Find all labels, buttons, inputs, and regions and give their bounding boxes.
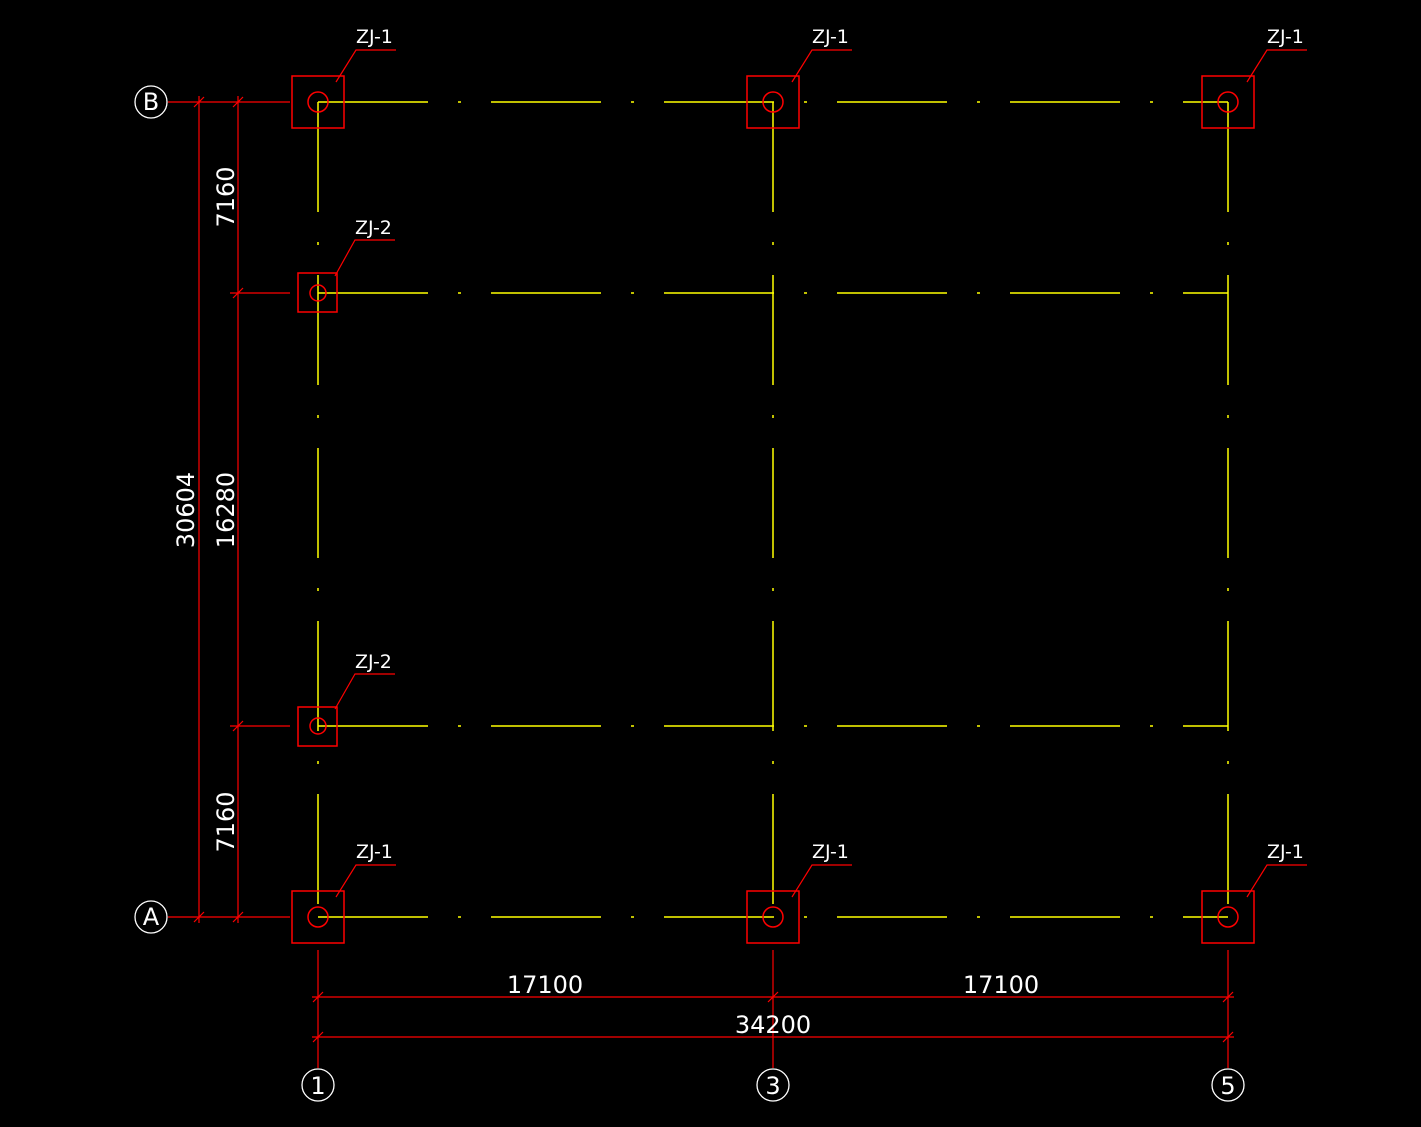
footing-label-b5: ZJ-1 — [1267, 26, 1304, 48]
leader-a5 — [1246, 864, 1307, 898]
axis-label-3: 3 — [765, 1072, 780, 1100]
footings — [291, 75, 1255, 944]
dim-text-overall-horizontal: 34200 — [735, 1011, 811, 1039]
footing-zj1-b3[interactable] — [746, 75, 800, 129]
footing-label-zj2-upper: ZJ-2 — [355, 217, 392, 239]
footing-zj1-a1[interactable] — [291, 890, 345, 944]
axis-bubble-a[interactable]: A — [134, 900, 168, 934]
axis-bubble-5[interactable]: 5 — [1211, 1068, 1245, 1102]
dim-text-right-horizontal: 17100 — [963, 971, 1039, 999]
leader-b5 — [1246, 49, 1307, 83]
leader-zj2-lower — [334, 673, 395, 710]
footing-zj1-a3[interactable] — [746, 890, 800, 944]
horizontal-dimensions — [312, 950, 1234, 1068]
footing-label-b1: ZJ-1 — [356, 26, 393, 48]
leader-a1 — [335, 864, 396, 898]
axis-label-b: B — [143, 88, 159, 116]
footing-zj1-b1[interactable] — [291, 75, 345, 129]
dim-text-mid-vertical: 16280 — [212, 472, 240, 548]
axis-bubble-b[interactable]: B — [134, 85, 168, 119]
dim-text-left-horizontal: 17100 — [507, 971, 583, 999]
footing-label-a3: ZJ-1 — [812, 841, 849, 863]
footing-label-b3: ZJ-1 — [812, 26, 849, 48]
leader-b1 — [335, 49, 396, 83]
footing-label-a1: ZJ-1 — [356, 841, 393, 863]
footing-label-a5: ZJ-1 — [1267, 841, 1304, 863]
footing-labels: ZJ-1 ZJ-1 ZJ-1 ZJ-2 ZJ-2 ZJ-1 ZJ-1 ZJ-1 — [355, 26, 1304, 863]
dimension-texts: 30604 16280 7160 7160 17100 17100 34200 — [172, 166, 1039, 1039]
dim-text-bottom-vertical: 7160 — [212, 791, 240, 852]
dim-text-top-vertical: 7160 — [212, 166, 240, 227]
footing-zj1-a5[interactable] — [1201, 890, 1255, 944]
footing-zj2-lower[interactable] — [297, 706, 338, 747]
footing-label-zj2-lower: ZJ-2 — [355, 651, 392, 673]
dim-text-overall-vertical: 30604 — [172, 472, 200, 548]
axis-bubbles: B A 1 3 5 — [134, 85, 1245, 1102]
leader-zj2-upper — [334, 239, 395, 277]
axis-label-a: A — [143, 903, 160, 931]
footing-leaders — [334, 49, 1307, 898]
axis-label-1: 1 — [310, 1072, 325, 1100]
leader-b3 — [791, 49, 852, 83]
grid-lines — [317, 101, 1229, 918]
footing-zj2-upper[interactable] — [297, 272, 338, 313]
leader-a3 — [791, 864, 852, 898]
axis-label-5: 5 — [1220, 1072, 1235, 1100]
axis-bubble-1[interactable]: 1 — [301, 1068, 335, 1102]
footing-zj1-b5[interactable] — [1201, 75, 1255, 129]
vertical-dimensions — [168, 96, 290, 923]
axis-bubble-3[interactable]: 3 — [756, 1068, 790, 1102]
